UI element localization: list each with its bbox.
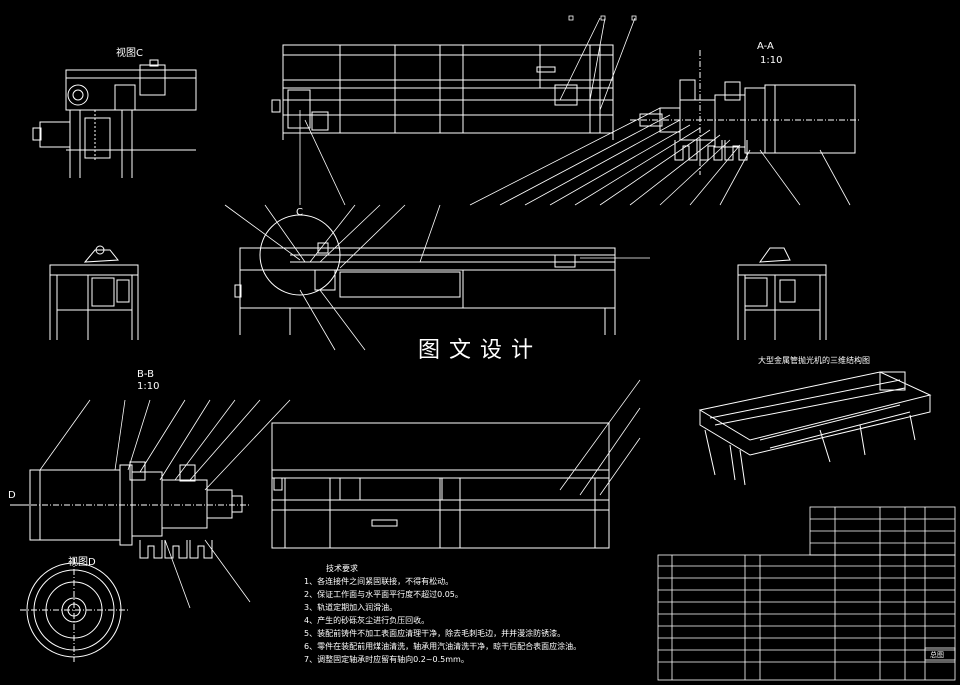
- top-elevation-view: [271, 44, 614, 140]
- title-block-drawing-type: 总图: [930, 651, 944, 659]
- section-aa-scale: 1:10: [760, 55, 783, 66]
- tech-requirement-item: 2、保证工作面与水平面平行度不超过0.05。: [304, 590, 463, 599]
- view-c-label: 视图C: [116, 48, 143, 59]
- tech-requirement-item: 3、轨道定期加入润滑油。: [304, 603, 398, 612]
- technical-requirements: 技术要求 1、各连接件之间紧固联接，不得有松动。 2、保证工作面与水平面平行度不…: [304, 562, 581, 666]
- view-d-drawing: [20, 558, 128, 662]
- isometric-caption: 大型金属管抛光机的三维结构图: [758, 356, 870, 365]
- tech-requirements-title: 技术要求: [326, 564, 358, 573]
- tech-requirement-item: 6、零件在装配前用煤油清洗，轴承用汽油清洗干净，晾干后配合表面应涂油。: [304, 642, 582, 651]
- leader-lines: [39, 15, 851, 609]
- tech-requirement-item: 5、装配前铸件不加工表面应清理干净，除去毛刺毛边，并并漫涂防锈漆。: [304, 629, 566, 638]
- section-aa-drawing: [630, 50, 860, 175]
- front-elevation-view: [234, 214, 616, 335]
- section-aa-label: A-A: [757, 41, 774, 52]
- tech-requirement-item: 7、调整固定轴承时应留有轴向0.2~0.5mm。: [304, 655, 469, 664]
- tech-requirement-item: 1、各连接件之间紧固联接，不得有松动。: [304, 577, 454, 586]
- section-bb-scale: 1:10: [137, 381, 160, 392]
- arrow-d-label: D: [8, 490, 16, 501]
- isometric-view: [698, 371, 932, 486]
- view-c-drawing: [32, 59, 197, 178]
- watermark-text: 图文设计: [418, 338, 543, 363]
- section-bb-drawing: [10, 461, 250, 559]
- bottom-elevation-view: [271, 422, 610, 549]
- right-side-view: [737, 247, 827, 340]
- detail-c-label: C: [296, 207, 303, 218]
- left-side-view: [49, 245, 139, 340]
- section-bb-label: B-B: [137, 369, 154, 380]
- title-block: [657, 506, 956, 681]
- tech-requirement-item: 4、产生的砂砾灰尘进行负压回收。: [304, 616, 430, 625]
- view-d-label: 视图D: [68, 557, 96, 568]
